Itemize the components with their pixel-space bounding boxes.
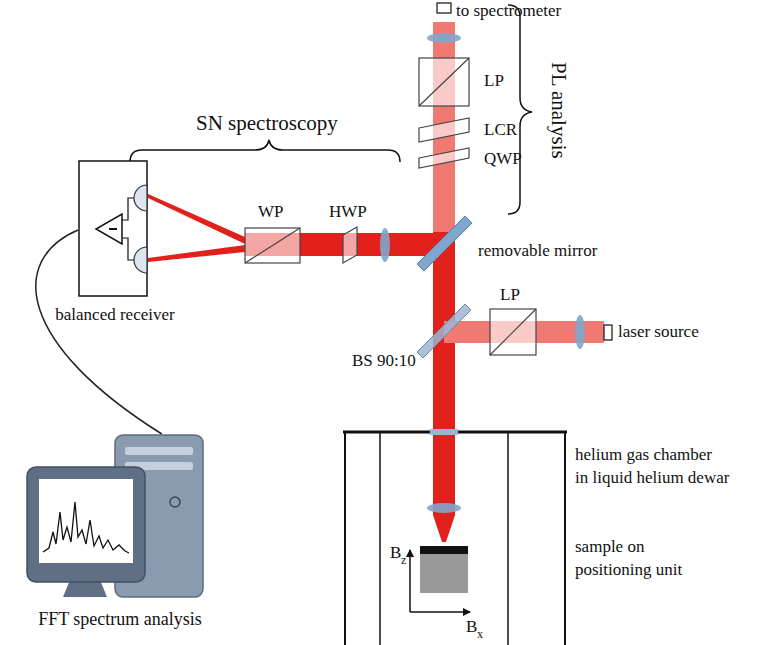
component-label: laser source [618,323,699,342]
component-label: sample on [575,538,644,557]
liquid-crystal-retarder [419,118,469,142]
component-label: BS 90:10 [352,352,416,371]
lens [427,503,461,513]
component-label: QWP [484,150,522,169]
window [430,429,458,435]
field-subscript: z [401,554,406,567]
linear-polarizer [490,309,536,355]
component-label: positioning unit [575,561,682,580]
field-axis [409,550,411,612]
bracket [508,5,532,214]
split-beam [148,194,245,244]
lens [575,315,585,349]
node-label: FFT spectrum analysis [6,610,234,630]
bracket [130,140,400,162]
focused-beam [433,515,455,542]
component-label: SN spectroscopy [196,112,338,135]
computer-icon [25,432,215,602]
component-label: helium gas chamber [575,446,712,465]
component-label: removable mirror [478,242,597,261]
chamber-wall [507,432,509,645]
quarter-wave-plate [419,148,469,168]
removable-mirror [417,216,472,271]
component-label: HWP [329,203,367,222]
split-beam [148,245,245,262]
main-beam [433,232,455,515]
beam-splitter [417,304,471,358]
component-label: in liquid helium dewar [575,469,729,488]
linear-polarizer [419,58,469,106]
dewar-wall [564,432,566,645]
component-label: PL analysis [547,62,570,159]
spectrometer-slit [437,3,451,13]
balanced-receiver: balanced receiver [41,160,189,330]
component-label: LP [484,72,504,91]
lens [380,228,390,262]
field-label: B [390,544,401,563]
component-label: to spectrometer [456,2,561,21]
field-subscript: x [477,628,483,641]
computer: FFT spectrum analysis [6,432,234,637]
half-wave-plate [343,227,357,263]
chamber-wall [379,432,381,645]
linear-polarizer [419,58,469,106]
wollaston-prism [245,228,300,263]
laser-source [604,325,612,340]
field-label: B [466,618,477,637]
component-label: LP [500,286,520,305]
node-label: balanced receiver [41,306,189,325]
field-axis [410,611,470,613]
sample [420,546,468,554]
receiver-symbol [78,160,150,300]
component-label: LCR [484,121,517,140]
linear-polarizer [490,309,536,355]
component-label: WP [258,203,284,222]
dewar-wall [344,432,346,645]
lens [427,33,461,43]
wollaston-prism [245,228,300,263]
sample-holder [420,553,468,593]
